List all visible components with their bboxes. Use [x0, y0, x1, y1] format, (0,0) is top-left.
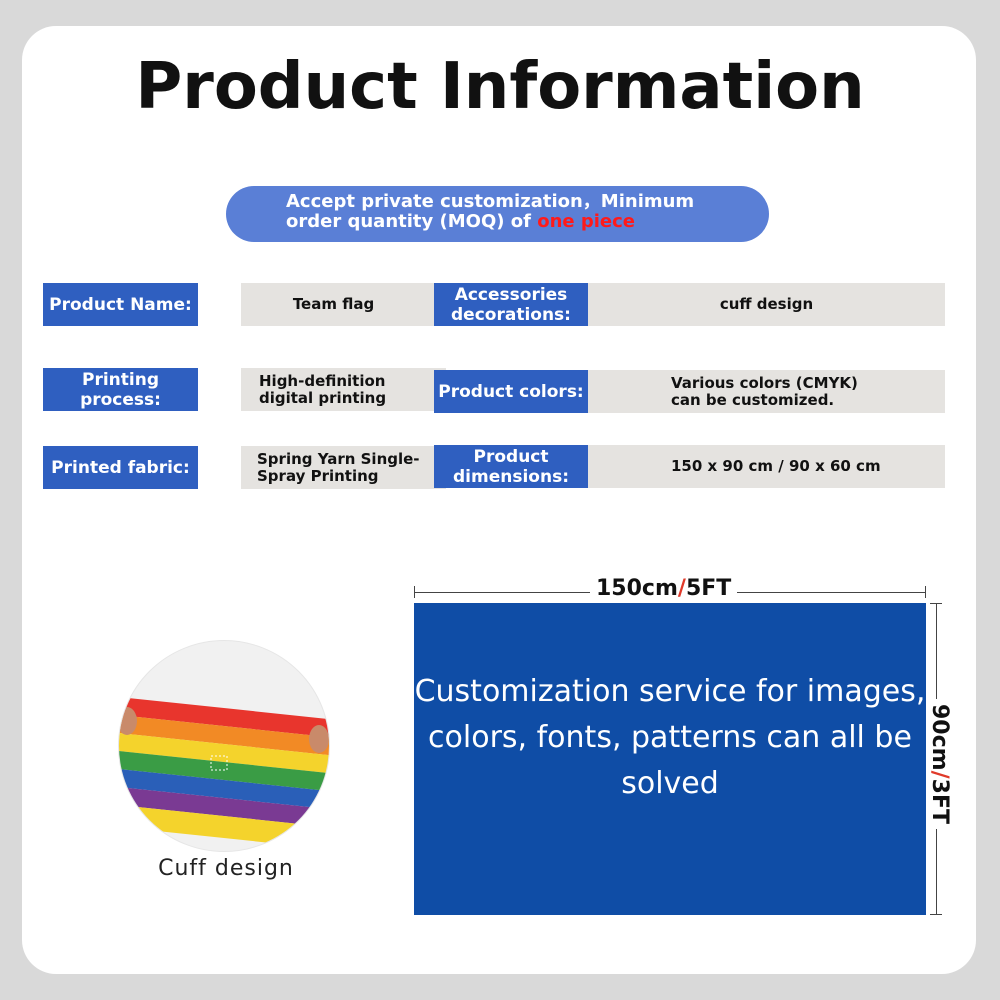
- height-separator: /: [927, 770, 952, 779]
- width-tick-right: [925, 586, 926, 598]
- custom-flag-sample: Customization service for images, colors…: [414, 603, 926, 915]
- spec-value: 150 x 90 cm / 90 x 60 cm: [588, 445, 945, 488]
- spec-label: Product colors:: [434, 370, 588, 413]
- spec-label: Printed fabric:: [43, 446, 198, 489]
- spec-label: Product dimensions:: [434, 445, 588, 488]
- rainbow-flag-icon: [119, 697, 329, 850]
- spec-value: Various colors (CMYK) can be customized.: [588, 370, 945, 413]
- customization-text: Customization service for images, colors…: [414, 674, 926, 801]
- customization-banner: Accept private customization，Minimum ord…: [226, 186, 769, 242]
- spec-value: cuff design: [588, 283, 945, 326]
- moq-highlight: one piece: [537, 211, 636, 232]
- height-cm: 90cm: [927, 704, 952, 771]
- spec-label: Printing process:: [43, 368, 198, 411]
- spec-label: Accessories decorations:: [434, 283, 588, 326]
- cuff-design-caption: Cuff design: [158, 856, 294, 881]
- width-dimension: 150cm/5FT: [414, 576, 926, 601]
- height-dimension: 90cm/3FT: [926, 603, 952, 915]
- height-tick-top: [930, 603, 942, 604]
- banner-line-2-text: order quantity (MOQ) of: [286, 211, 538, 232]
- banner-line-2: order quantity (MOQ) of one piece: [286, 212, 769, 232]
- spec-label: Product Name:: [43, 283, 198, 326]
- spec-value: Spring Yarn Single-Spray Printing: [241, 446, 446, 489]
- spec-value: High-definition digital printing: [241, 368, 446, 411]
- banner-line-1: Accept private customization，Minimum: [286, 191, 695, 212]
- width-cm: 150cm: [596, 576, 678, 601]
- width-separator: /: [677, 576, 686, 601]
- height-label: 90cm/3FT: [926, 699, 952, 829]
- width-ft: 5FT: [685, 576, 732, 601]
- height-ft: 3FT: [927, 778, 952, 824]
- page-title: Product Information: [135, 50, 865, 124]
- width-tick-left: [414, 586, 415, 598]
- width-label: 150cm/5FT: [590, 576, 738, 601]
- height-tick-bottom: [930, 914, 942, 915]
- cuff-design-image: [118, 640, 330, 852]
- spec-value: Team flag: [241, 283, 446, 326]
